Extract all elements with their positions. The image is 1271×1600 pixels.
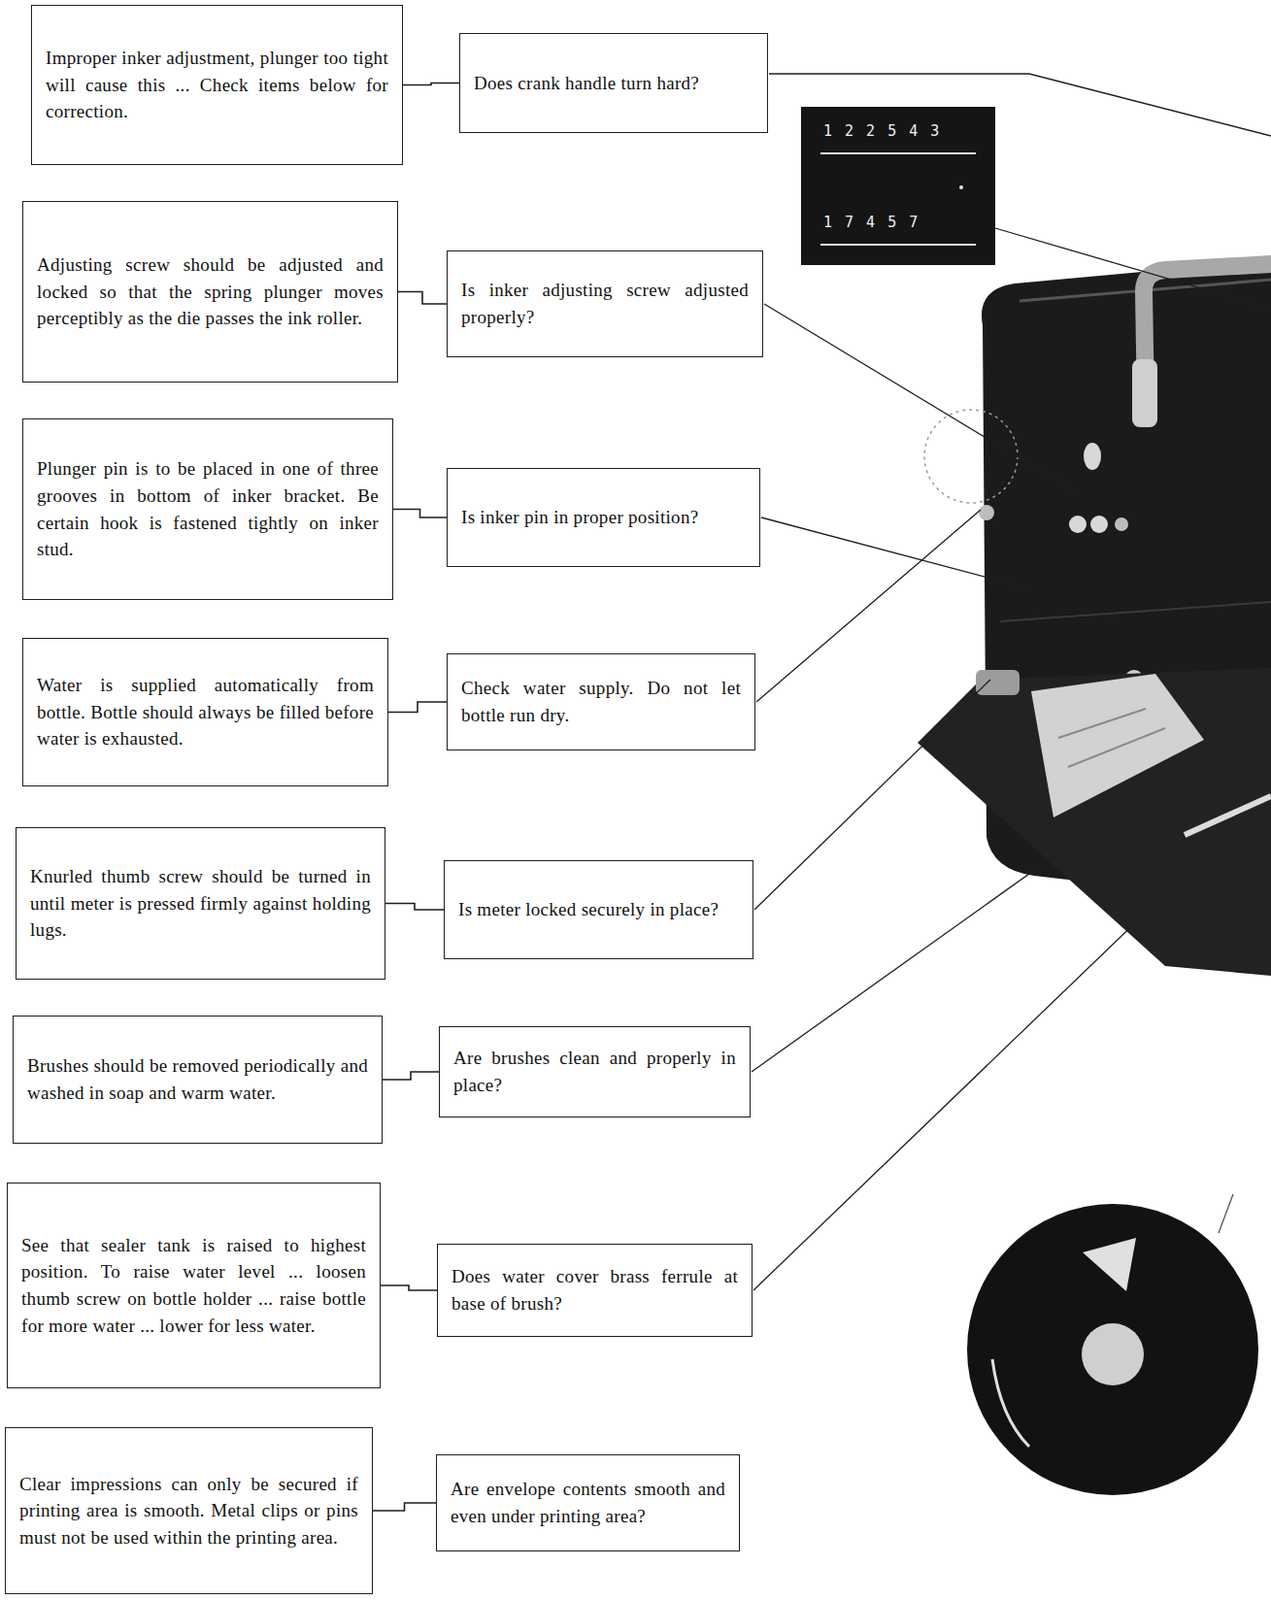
- box-text: See that sealer tank is raised to highes…: [21, 1232, 367, 1339]
- connector-line: [398, 292, 447, 305]
- roller-rim: [992, 1359, 1030, 1447]
- inker-pin: [1090, 515, 1108, 534]
- box-text: Brushes should be removed periodically a…: [27, 1052, 368, 1106]
- crank-grip: [1132, 359, 1158, 428]
- box-text: Check water supply. Do not let bottle ru…: [461, 674, 741, 729]
- water-bottle: [924, 409, 1018, 503]
- box-text: Is inker adjusting screw adjusted proper…: [461, 276, 749, 331]
- inker-stud: [1114, 517, 1129, 532]
- meter-reading: 1 7 4 5 7: [823, 213, 920, 232]
- box-text: Knurled thumb screw should be turned in …: [30, 863, 371, 944]
- bottle-knob: [978, 504, 995, 521]
- connector-line: [372, 1503, 436, 1511]
- box-text: Clear impressions can only be secured if…: [19, 1471, 359, 1552]
- explanation-box: Plunger pin is to be placed in one of th…: [22, 418, 394, 601]
- sealer-tank: [1031, 673, 1205, 818]
- explanation-box: Water is supplied automatically from bot…: [22, 637, 389, 787]
- brush: [1058, 708, 1166, 768]
- explanation-box: Adjusting screw should be adjusted and l…: [22, 200, 399, 383]
- roller: [967, 1204, 1259, 1496]
- explanation-box: Brushes should be removed periodically a…: [12, 1015, 383, 1144]
- roller-hub: [1081, 1323, 1144, 1386]
- connector-line: [393, 509, 447, 519]
- connector-line: [380, 1285, 437, 1291]
- explanation-box: Improper inker adjustment, plunger too t…: [31, 4, 403, 166]
- explanation-box: Clear impressions can only be secured if…: [4, 1427, 373, 1595]
- base-plate: [917, 668, 1271, 976]
- box-text: Are brushes clean and properly in place?: [453, 1044, 736, 1099]
- meter-display: [801, 106, 996, 266]
- connector-line: [388, 702, 447, 713]
- leader-line: [761, 517, 1025, 588]
- display-rule: [820, 152, 976, 155]
- question-box: Are brushes clean and properly in place?: [438, 1026, 751, 1118]
- display-rule: [820, 243, 976, 246]
- box-text: Does crank handle turn hard?: [473, 69, 754, 98]
- connector-line: [402, 83, 460, 86]
- housing-seam: [1000, 602, 1271, 622]
- question-box: Does crank handle turn hard?: [459, 33, 769, 134]
- connector-line: [382, 1071, 439, 1080]
- brush-holder: [1184, 796, 1271, 836]
- box-text: Is meter locked securely in place?: [458, 896, 739, 924]
- question-box: Are envelope contents smooth and even un…: [435, 1454, 740, 1552]
- leader-line: [751, 854, 1057, 1072]
- box-text: Are envelope contents smooth and even un…: [450, 1475, 726, 1530]
- inker-pin: [1069, 515, 1087, 534]
- box-text: Adjusting screw should be adjusted and l…: [36, 251, 384, 333]
- crank-handle: [1143, 264, 1271, 408]
- display-dot: [959, 185, 964, 190]
- leader-line: [995, 228, 1271, 309]
- box-text: Does water cover brass ferrule at base o…: [451, 1263, 738, 1317]
- meter-reading: 1 2 2 5 4 3: [823, 122, 941, 140]
- leader-line: [764, 303, 1073, 491]
- question-box: Is inker adjusting screw adjusted proper…: [446, 250, 764, 358]
- question-box: Does water cover brass ferrule at base o…: [436, 1243, 753, 1338]
- connector-line: [385, 903, 444, 911]
- leader-line: [756, 509, 981, 703]
- box-text: Is inker pin in proper position?: [461, 503, 746, 532]
- explanation-box: Knurled thumb screw should be turned in …: [15, 827, 386, 980]
- box-text: Water is supplied automatically from bot…: [36, 671, 374, 753]
- leader-line: [754, 679, 991, 910]
- roller-highlight: [1082, 1237, 1137, 1292]
- question-box: Is meter locked securely in place?: [443, 860, 754, 960]
- box-text: Improper inker adjustment, plunger too t…: [45, 44, 389, 126]
- knurled-thumb-screw: [975, 669, 1020, 696]
- explanation-box: See that sealer tank is raised to highes…: [6, 1182, 381, 1389]
- question-box: Check water supply. Do not let bottle ru…: [446, 653, 756, 751]
- leader-line: [1218, 1194, 1234, 1234]
- box-text: Plunger pin is to be placed in one of th…: [36, 455, 379, 563]
- question-box: Is inker pin in proper position?: [446, 468, 761, 568]
- adjusting-screw: [1083, 442, 1102, 470]
- leader-line: [753, 912, 1146, 1291]
